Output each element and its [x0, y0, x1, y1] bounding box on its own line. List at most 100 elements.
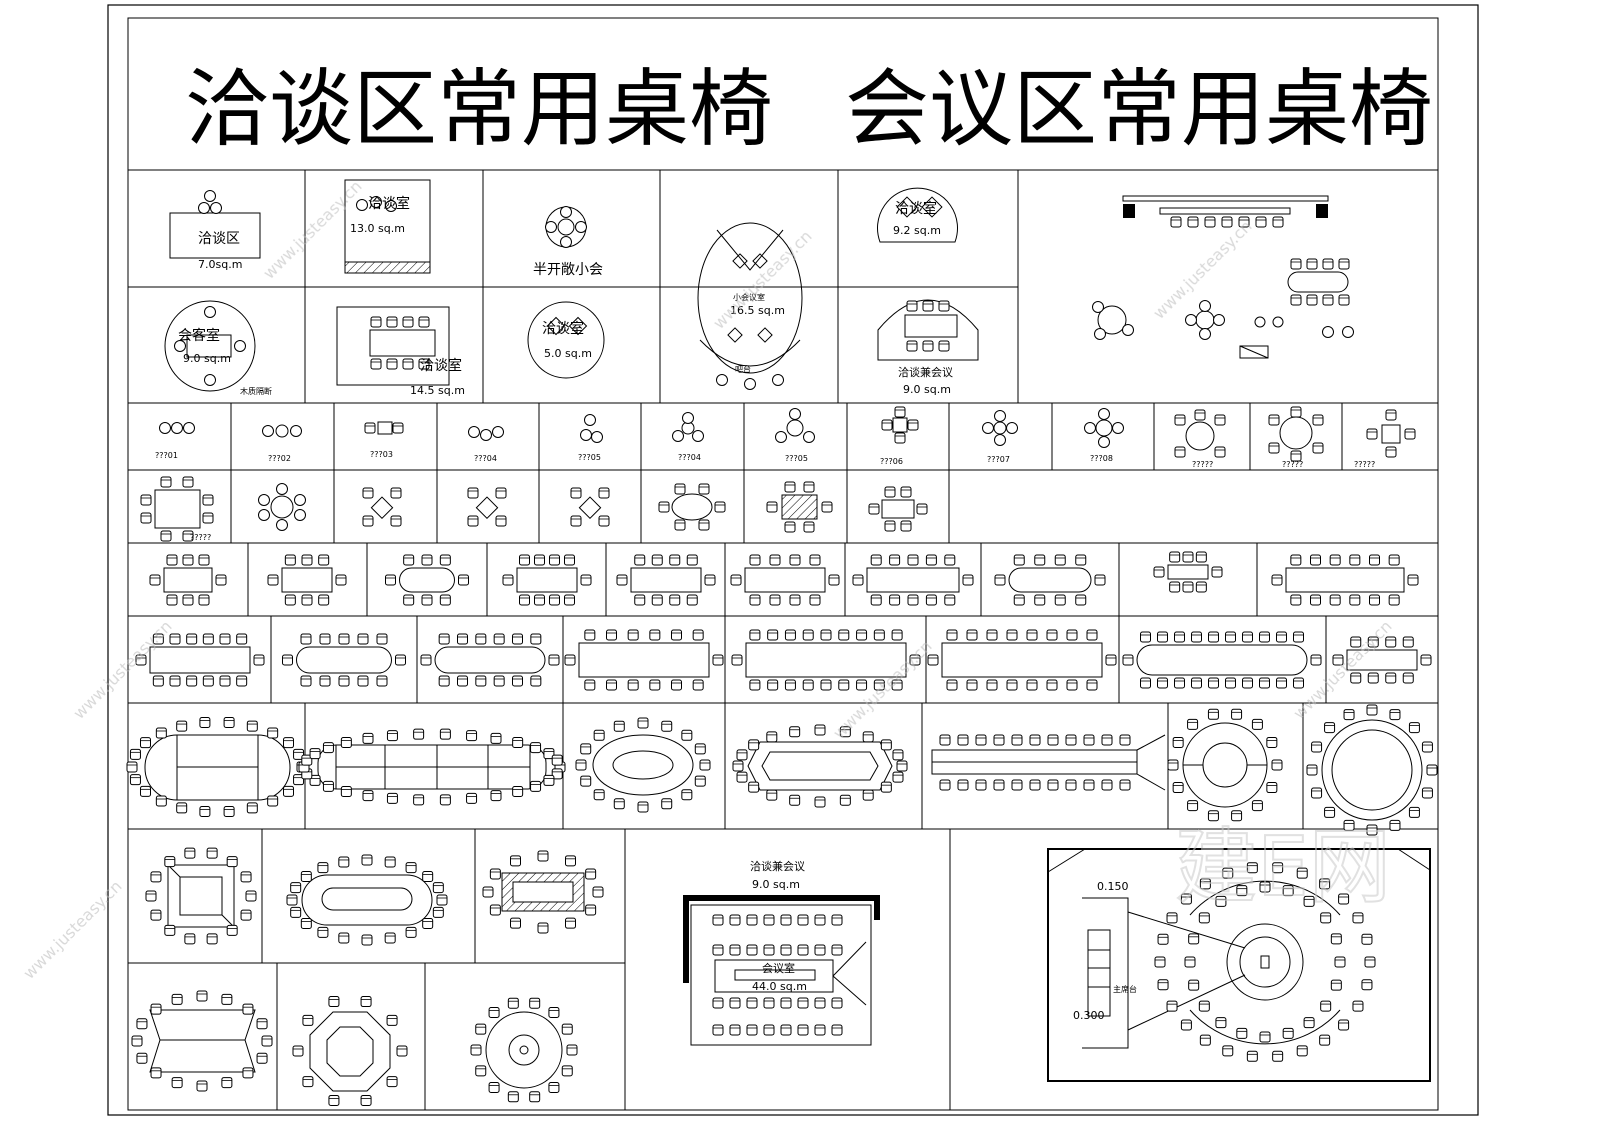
chair-symbol	[267, 795, 279, 807]
chair-symbol	[318, 554, 330, 566]
chair-symbol	[892, 771, 904, 783]
chair-symbol	[139, 785, 151, 797]
chair-symbol	[164, 856, 176, 868]
chair-symbol	[202, 633, 214, 645]
chair-symbol	[939, 734, 951, 746]
chair-symbol	[319, 675, 331, 687]
chair-symbol	[873, 629, 885, 641]
chair-symbol	[856, 679, 868, 691]
chair-symbol	[246, 720, 258, 732]
chair-symbol	[219, 675, 231, 687]
chair-symbol	[131, 1035, 143, 1047]
chair-symbol	[240, 909, 252, 921]
chair-symbol	[549, 554, 560, 566]
cell-qiatan-room-b: 洽谈室 9.2 sq.m	[877, 187, 958, 243]
chair-symbol	[199, 806, 211, 818]
chair-symbol	[1272, 1050, 1284, 1062]
chair-symbol	[490, 732, 502, 744]
chair-symbol	[171, 993, 183, 1005]
chair-symbol	[385, 574, 396, 586]
label-meeting-room: 会议室	[762, 961, 795, 975]
chair-symbol	[1195, 581, 1207, 593]
chair-symbol	[519, 554, 530, 566]
chair-symbol	[681, 789, 693, 801]
chair-symbol	[1054, 554, 1066, 566]
chair-symbol	[852, 574, 864, 586]
chair-symbol	[386, 1076, 398, 1088]
chair-symbol	[1065, 734, 1077, 746]
chair-symbol	[432, 906, 444, 918]
chair-symbol	[729, 1024, 741, 1036]
small-label-8: ???06	[880, 457, 903, 466]
chair-symbol	[534, 594, 545, 606]
chair-symbol	[335, 574, 347, 586]
label-qiatan-room-d: 洽谈室	[542, 320, 584, 337]
chair-symbol	[186, 675, 198, 687]
chair-symbol	[1169, 551, 1181, 563]
chair-symbol	[309, 748, 321, 760]
chair-symbol	[1408, 722, 1420, 734]
chair-symbol	[1182, 581, 1194, 593]
chair-symbol	[340, 786, 352, 798]
chair-symbol	[169, 633, 181, 645]
chair-symbol	[300, 633, 312, 645]
chair-symbol	[551, 754, 563, 766]
chair-symbol	[1034, 554, 1046, 566]
chair-symbol	[493, 633, 505, 645]
chair-symbol	[543, 774, 555, 786]
chair-symbol	[1011, 734, 1023, 746]
chair-symbol	[256, 1018, 268, 1030]
chair-symbol	[1047, 779, 1059, 791]
chair-symbol	[634, 554, 646, 566]
chair-symbol	[405, 862, 417, 874]
chair-symbol	[488, 1006, 500, 1018]
chair-symbol	[548, 1006, 560, 1018]
chair-symbol	[1047, 734, 1059, 746]
chair-symbol	[746, 944, 758, 956]
chair-symbol	[475, 675, 487, 687]
chair-symbol	[537, 922, 549, 934]
chair-symbol	[490, 790, 502, 802]
chair-symbol	[1198, 1000, 1210, 1012]
chair-symbol	[403, 554, 415, 566]
chair-symbol	[136, 1018, 148, 1030]
chair-symbol	[584, 629, 596, 641]
grid-lines	[128, 169, 1438, 1110]
chair-symbol	[692, 679, 704, 691]
chair-symbol	[202, 675, 214, 687]
chair-symbol	[1242, 677, 1253, 689]
size-combo-meeting: 9.0 sq.m	[903, 383, 951, 396]
chair-symbol	[780, 914, 792, 926]
chair-symbol	[421, 594, 433, 606]
chair-symbol	[1251, 800, 1263, 812]
chair-symbol	[1075, 594, 1087, 606]
chair-symbol	[613, 720, 625, 732]
chair-symbol	[780, 1024, 792, 1036]
chair-symbol	[870, 554, 882, 566]
chair-symbol	[814, 1024, 826, 1036]
chair-symbol	[357, 675, 369, 687]
chair-symbol	[184, 847, 196, 859]
chair-symbol	[164, 924, 176, 936]
chair-symbol	[1364, 956, 1376, 968]
chair-symbol	[797, 914, 809, 926]
chair-symbol	[994, 574, 1006, 586]
table-symbol	[941, 642, 1103, 678]
chair-symbol	[223, 806, 235, 818]
cell-qiatan-room-a: 洽谈室 13.0 sq.m	[344, 179, 431, 274]
chair-symbol	[814, 997, 826, 1009]
chair-symbol	[422, 870, 434, 882]
chair-symbol	[129, 774, 141, 786]
chair-symbol	[1119, 779, 1131, 791]
chair-symbol	[831, 944, 843, 956]
chair-symbol	[198, 594, 210, 606]
chair-symbol	[184, 933, 196, 945]
chair-symbol	[957, 779, 969, 791]
chair-symbol	[530, 742, 542, 754]
chair-symbol	[1402, 672, 1414, 684]
chair-symbol	[236, 675, 248, 687]
chair-symbol	[789, 594, 801, 606]
chair-symbol	[475, 633, 487, 645]
chair-symbol	[1006, 679, 1018, 691]
chair-symbol	[1034, 594, 1046, 606]
